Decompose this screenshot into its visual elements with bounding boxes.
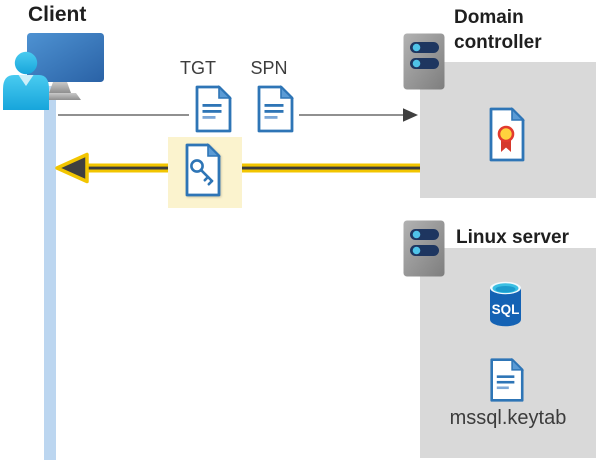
keytab-document-icon (490, 357, 525, 402)
keytab-filename-label: mssql.keytab (449, 407, 567, 429)
sql-database-icon: SQL (490, 281, 521, 327)
tgt-label: TGT (180, 58, 216, 78)
request-arrow-icon (58, 108, 418, 122)
tgt-ticket-document-icon (195, 85, 232, 133)
linux-server-label: Linux server (456, 227, 569, 248)
sql-badge-text: SQL (492, 302, 520, 317)
spn-label: SPN (250, 58, 288, 78)
person-icon (3, 51, 49, 110)
linux-server-icon (403, 220, 445, 277)
spn-ticket-document-icon (257, 85, 294, 133)
client-user-at-computer-icon (3, 33, 104, 110)
client-label: Client (28, 3, 87, 26)
seal-glyph (497, 125, 515, 152)
domain-controller-label: Domain controller (454, 7, 542, 53)
monitor-icon (27, 33, 104, 100)
certificate-icon (489, 107, 525, 162)
domain-controller-server-icon (403, 33, 445, 90)
client-lifeline-bar (44, 86, 56, 460)
key-document-icon (185, 143, 221, 197)
